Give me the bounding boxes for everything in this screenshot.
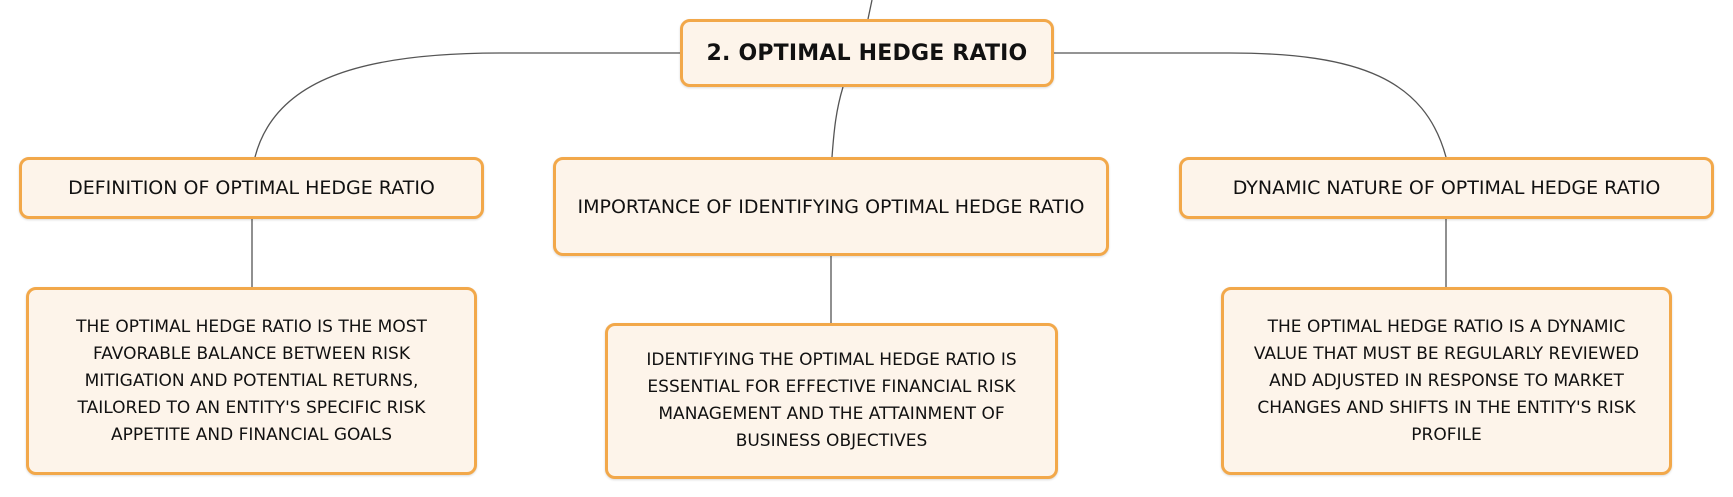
branch-importance[interactable]: IMPORTANCE OF IDENTIFYING OPTIMAL HEDGE … — [553, 157, 1109, 256]
detail-definition-text: THE OPTIMAL HEDGE RATIO IS THE MOST FAVO… — [76, 316, 427, 445]
detail-definition[interactable]: THE OPTIMAL HEDGE RATIO IS THE MOST FAVO… — [26, 287, 477, 475]
branch-definition[interactable]: DEFINITION OF OPTIMAL HEDGE RATIO — [19, 157, 484, 219]
edge-root-to-parent — [867, 0, 873, 20]
root-node[interactable]: 2. OPTIMAL HEDGE RATIO — [680, 19, 1054, 87]
branch-importance-label: IMPORTANCE OF IDENTIFYING OPTIMAL HEDGE … — [577, 195, 1085, 218]
detail-importance[interactable]: IDENTIFYING THE OPTIMAL HEDGE RATIO IS E… — [605, 323, 1058, 479]
edge-root-to-definition — [254, 52, 680, 158]
branch-dynamic-label: DYNAMIC NATURE OF OPTIMAL HEDGE RATIO — [1232, 177, 1661, 199]
branch-definition-label: DEFINITION OF OPTIMAL HEDGE RATIO — [68, 177, 435, 199]
detail-dynamic[interactable]: THE OPTIMAL HEDGE RATIO IS A DYNAMIC VAL… — [1221, 287, 1672, 475]
detail-importance-text: IDENTIFYING THE OPTIMAL HEDGE RATIO IS E… — [646, 350, 1017, 451]
edge-root-to-importance — [831, 86, 844, 158]
detail-dynamic-text: THE OPTIMAL HEDGE RATIO IS A DYNAMIC VAL… — [1253, 316, 1640, 445]
root-label: 2. OPTIMAL HEDGE RATIO — [706, 40, 1028, 66]
branch-dynamic[interactable]: DYNAMIC NATURE OF OPTIMAL HEDGE RATIO — [1179, 157, 1714, 219]
edge-root-to-dynamic — [1053, 52, 1447, 158]
